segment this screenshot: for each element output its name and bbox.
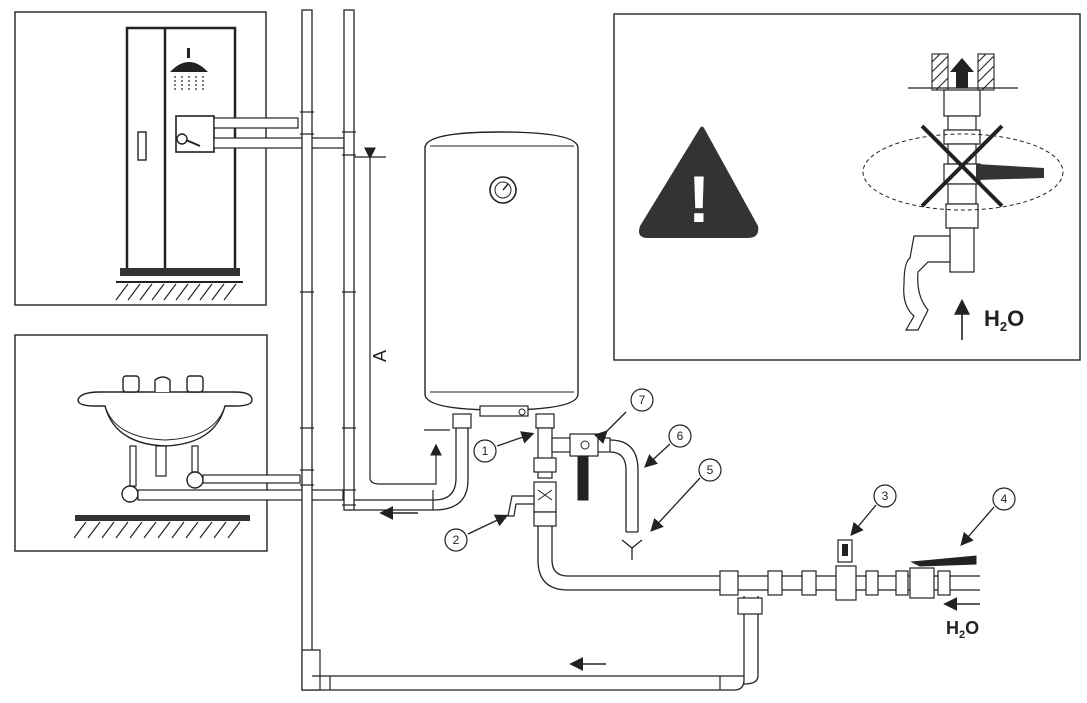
cold-inlet-assembly	[301, 427, 980, 691]
svg-text:2: 2	[453, 533, 460, 547]
warning-panel: !	[613, 13, 1081, 361]
h2o-label-inlet: H2O	[946, 618, 979, 641]
svg-text:1: 1	[482, 444, 489, 458]
dimension-a: A	[354, 147, 450, 485]
wall-hatch-icon	[931, 53, 995, 91]
svg-text:!: !	[688, 162, 710, 236]
callout-1: 1	[473, 431, 535, 463]
svg-text:4: 4	[1001, 492, 1008, 506]
callout-3: 3	[850, 484, 897, 537]
svg-text:5: 5	[707, 463, 714, 477]
dimension-a-label: A	[370, 350, 390, 362]
svg-text:3: 3	[882, 489, 889, 503]
floor-hatch-sink	[73, 521, 241, 539]
svg-text:7: 7	[639, 393, 646, 407]
prohibited-cross-icon	[920, 124, 1004, 208]
shower-panel	[14, 11, 345, 306]
vertical-pipes	[300, 9, 356, 691]
up-flow-arrow-icon	[950, 58, 974, 88]
shower-head-icon	[170, 48, 208, 92]
callout-6: 6	[644, 424, 692, 468]
shower-mixer-icon	[175, 115, 215, 153]
callout-5: 5	[650, 458, 722, 532]
callout-4: 4	[960, 487, 1016, 546]
warning-triangle-icon: !	[639, 126, 759, 238]
floor-hatch-shower	[115, 283, 237, 301]
callout-7: 7	[594, 388, 654, 444]
svg-text:6: 6	[677, 429, 684, 443]
washbasin	[77, 375, 253, 503]
h2o-label-valve: H2O	[984, 306, 1024, 334]
sink-panel	[14, 334, 344, 552]
water-heater-tank	[424, 131, 579, 429]
callout-2: 2	[444, 514, 509, 552]
